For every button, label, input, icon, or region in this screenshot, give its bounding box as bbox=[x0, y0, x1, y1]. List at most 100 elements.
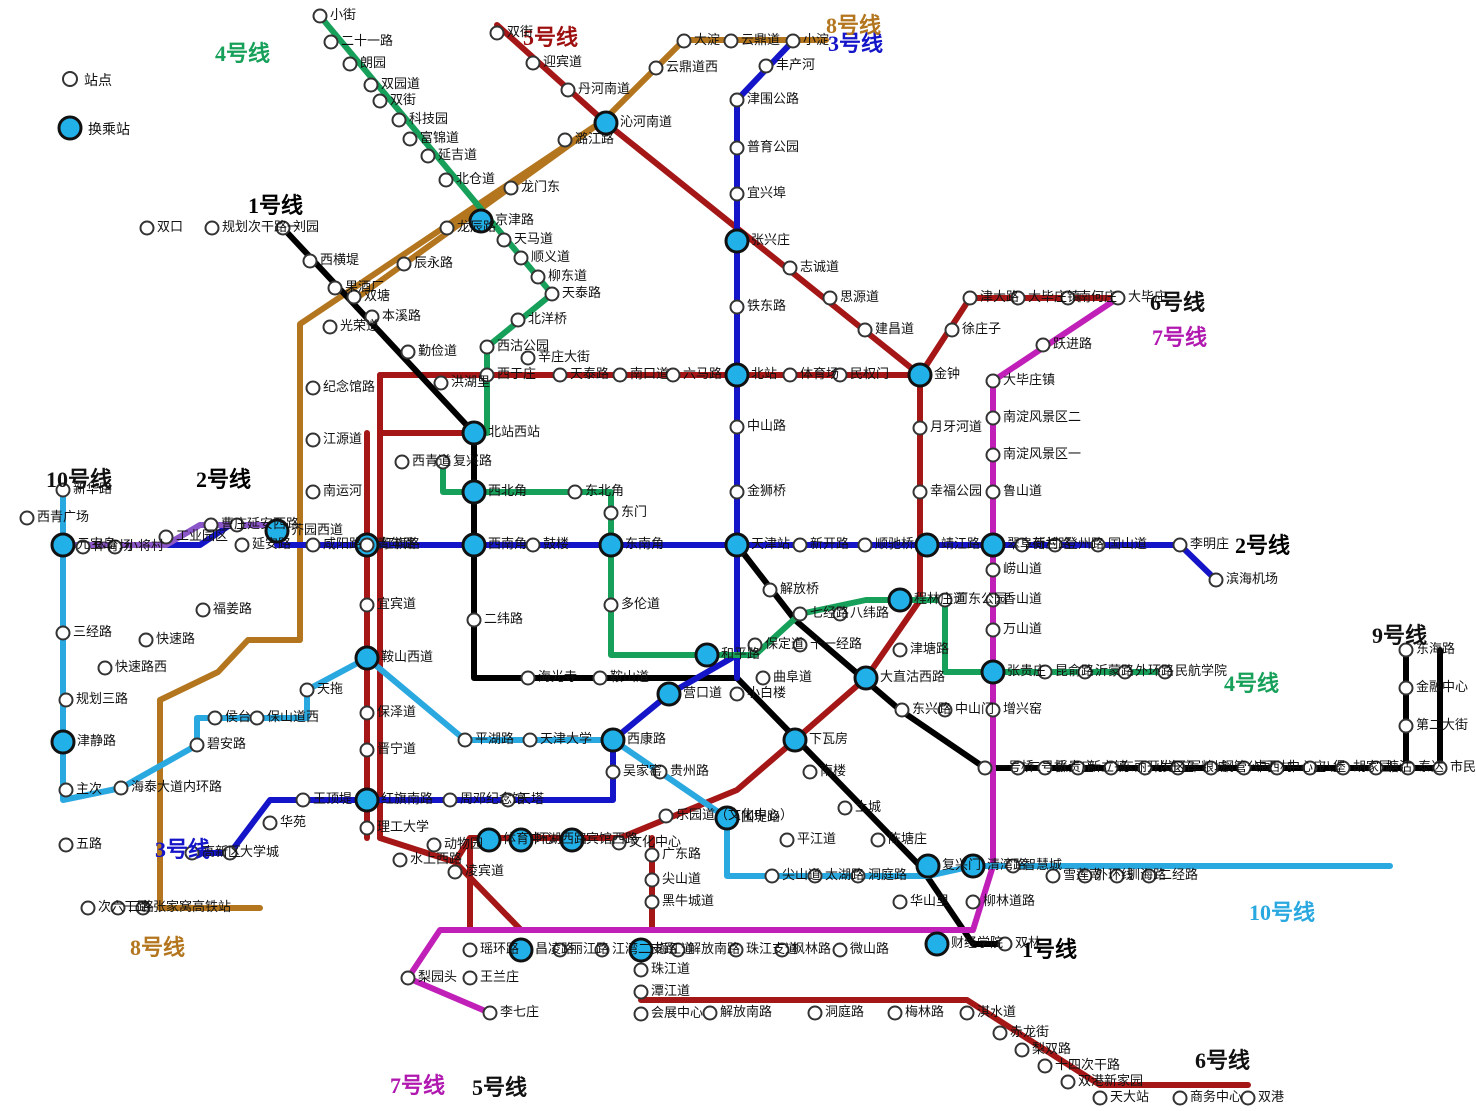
station-marker[interactable] bbox=[1010, 760, 1026, 776]
station-marker[interactable] bbox=[603, 597, 619, 613]
station-marker[interactable] bbox=[1014, 537, 1030, 553]
station-marker[interactable] bbox=[1236, 760, 1252, 776]
interchange-station-marker[interactable] bbox=[887, 587, 913, 613]
station-marker[interactable] bbox=[158, 529, 174, 545]
station-marker[interactable] bbox=[985, 592, 1001, 608]
station-marker[interactable] bbox=[892, 642, 908, 658]
station-marker[interactable] bbox=[894, 702, 910, 718]
station-marker[interactable] bbox=[985, 373, 1001, 389]
station-marker[interactable] bbox=[522, 732, 538, 748]
station-marker[interactable] bbox=[594, 942, 610, 958]
station-marker[interactable] bbox=[1010, 290, 1026, 306]
station-marker[interactable] bbox=[1240, 1090, 1256, 1106]
station-marker[interactable] bbox=[1090, 537, 1106, 553]
station-marker[interactable] bbox=[262, 815, 278, 831]
station-marker[interactable] bbox=[648, 60, 664, 76]
station-marker[interactable] bbox=[1208, 572, 1224, 588]
station-marker[interactable] bbox=[962, 290, 978, 306]
interchange-station-marker[interactable] bbox=[476, 827, 502, 853]
station-marker[interactable] bbox=[1269, 760, 1285, 776]
station-marker[interactable] bbox=[912, 420, 928, 436]
station-marker[interactable] bbox=[1400, 760, 1416, 776]
station-marker[interactable] bbox=[832, 606, 848, 622]
station-marker[interactable] bbox=[782, 260, 798, 276]
station-marker[interactable] bbox=[510, 312, 526, 328]
station-marker[interactable] bbox=[567, 484, 583, 500]
station-marker[interactable] bbox=[792, 606, 808, 622]
interchange-station-marker[interactable] bbox=[354, 787, 380, 813]
station-marker[interactable] bbox=[503, 180, 519, 196]
station-marker[interactable] bbox=[462, 942, 478, 958]
station-marker[interactable] bbox=[1037, 1058, 1053, 1074]
station-marker[interactable] bbox=[1014, 1042, 1030, 1058]
station-marker[interactable] bbox=[959, 1005, 975, 1021]
interchange-station-marker[interactable] bbox=[914, 532, 940, 558]
station-marker[interactable] bbox=[530, 269, 546, 285]
station-marker[interactable] bbox=[611, 835, 627, 851]
station-marker[interactable] bbox=[729, 686, 745, 702]
station-marker[interactable] bbox=[592, 670, 608, 686]
interchange-station-marker[interactable] bbox=[461, 420, 487, 446]
interchange-station-marker[interactable] bbox=[960, 853, 986, 879]
station-marker[interactable] bbox=[728, 942, 744, 958]
station-marker[interactable] bbox=[312, 8, 328, 24]
station-marker[interactable] bbox=[482, 1005, 498, 1021]
station-marker[interactable] bbox=[1070, 760, 1086, 776]
station-marker[interactable] bbox=[764, 868, 780, 884]
interchange-station-marker[interactable] bbox=[50, 729, 76, 755]
station-marker[interactable] bbox=[222, 845, 238, 861]
station-marker[interactable] bbox=[275, 220, 291, 236]
station-marker[interactable] bbox=[479, 367, 495, 383]
station-marker[interactable] bbox=[359, 742, 375, 758]
station-marker[interactable] bbox=[305, 537, 321, 553]
station-marker[interactable] bbox=[1141, 868, 1157, 884]
station-marker[interactable] bbox=[782, 367, 798, 383]
station-marker[interactable] bbox=[189, 737, 205, 753]
interchange-station-marker[interactable] bbox=[724, 532, 750, 558]
station-marker[interactable] bbox=[557, 132, 573, 148]
station-marker[interactable] bbox=[985, 622, 1001, 638]
station-marker[interactable] bbox=[965, 894, 981, 910]
station-marker[interactable] bbox=[520, 350, 536, 366]
station-marker[interactable] bbox=[850, 868, 866, 884]
station-marker[interactable] bbox=[1117, 664, 1133, 680]
station-marker[interactable] bbox=[400, 344, 416, 360]
interchange-station-marker[interactable] bbox=[598, 532, 624, 558]
station-marker[interactable] bbox=[937, 592, 953, 608]
station-marker[interactable] bbox=[327, 280, 343, 296]
station-marker[interactable] bbox=[302, 253, 318, 269]
station-marker[interactable] bbox=[1157, 664, 1173, 680]
station-marker[interactable] bbox=[552, 367, 568, 383]
interchange-station-marker[interactable] bbox=[853, 665, 879, 691]
station-marker[interactable] bbox=[442, 792, 458, 808]
station-marker[interactable] bbox=[870, 832, 886, 848]
station-marker[interactable] bbox=[80, 900, 96, 916]
station-marker[interactable] bbox=[1037, 760, 1053, 776]
station-marker[interactable] bbox=[55, 625, 71, 641]
station-marker[interactable] bbox=[792, 537, 808, 553]
station-marker[interactable] bbox=[1398, 680, 1414, 696]
station-marker[interactable] bbox=[603, 505, 619, 521]
station-marker[interactable] bbox=[110, 900, 126, 916]
interchange-station-marker[interactable] bbox=[600, 727, 626, 753]
station-marker[interactable] bbox=[762, 582, 778, 598]
station-marker[interactable] bbox=[107, 539, 123, 555]
station-marker[interactable] bbox=[1005, 858, 1021, 874]
station-marker[interactable] bbox=[479, 339, 495, 355]
station-marker[interactable] bbox=[1060, 290, 1076, 306]
station-marker[interactable] bbox=[857, 322, 873, 338]
station-marker[interactable] bbox=[807, 868, 823, 884]
station-marker[interactable] bbox=[1302, 760, 1318, 776]
station-marker[interactable] bbox=[992, 1025, 1008, 1041]
station-marker[interactable] bbox=[985, 410, 1001, 426]
interchange-station-marker[interactable] bbox=[915, 853, 941, 879]
interchange-station-marker[interactable] bbox=[354, 645, 380, 671]
interchange-station-marker[interactable] bbox=[980, 659, 1006, 685]
station-marker[interactable] bbox=[391, 112, 407, 128]
interchange-station-marker[interactable] bbox=[714, 805, 740, 831]
station-marker[interactable] bbox=[832, 942, 848, 958]
station-marker[interactable] bbox=[1092, 1090, 1108, 1106]
interchange-station-marker[interactable] bbox=[461, 532, 487, 558]
station-marker[interactable] bbox=[1335, 760, 1351, 776]
station-marker[interactable] bbox=[402, 131, 418, 147]
